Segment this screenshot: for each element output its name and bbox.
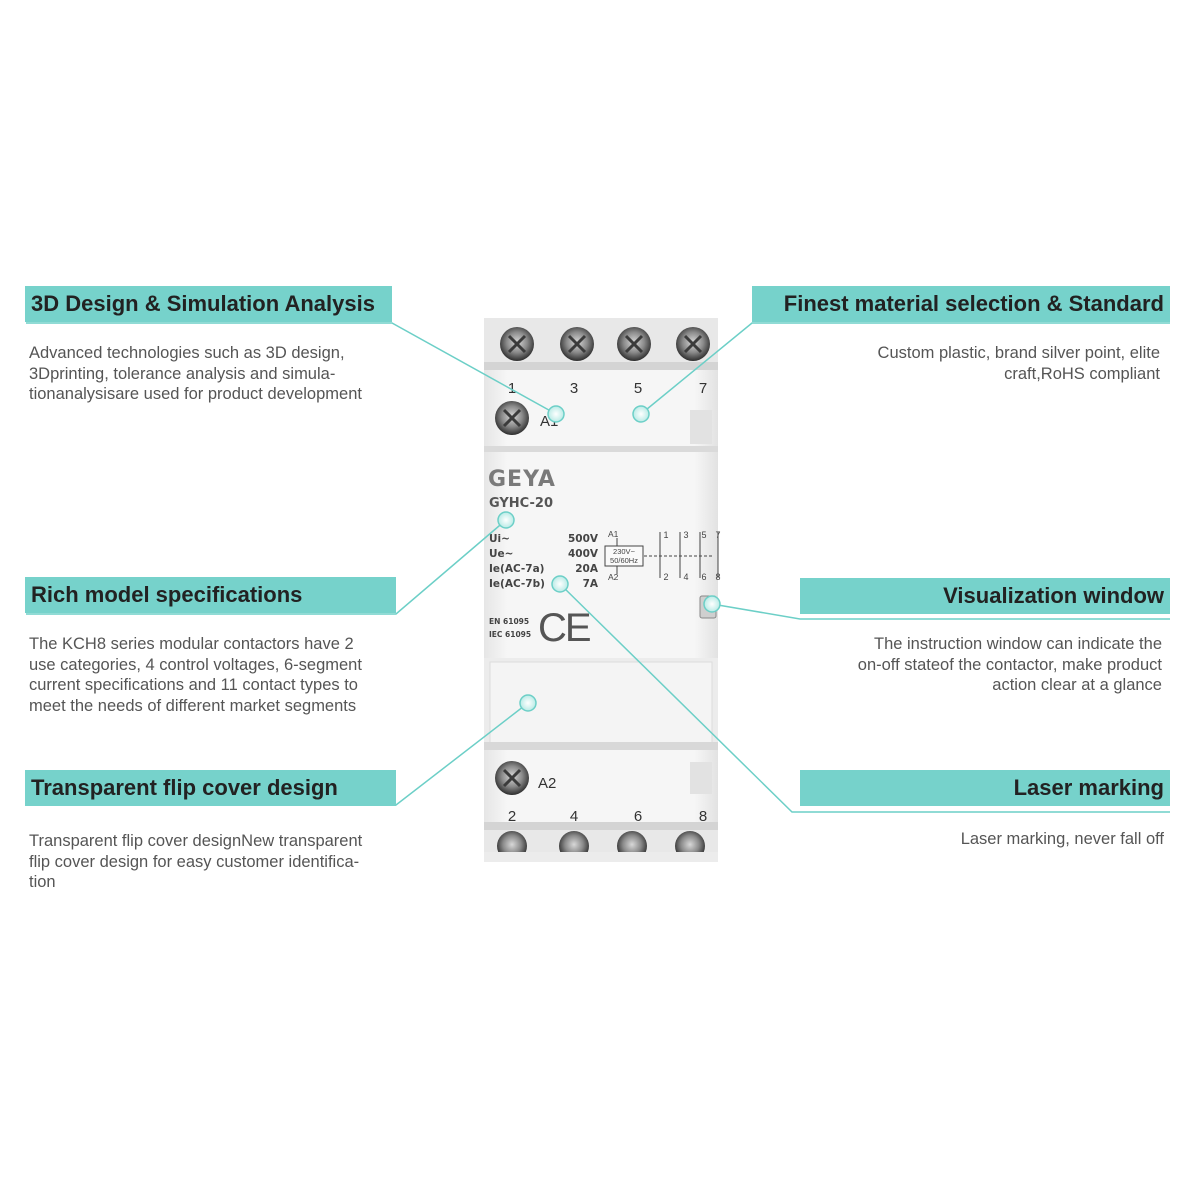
- ce-mark: CE: [538, 606, 590, 650]
- desc-line: action clear at a glance: [992, 676, 1162, 694]
- desc-material: Custom plastic, brand silver point, elit…: [878, 343, 1160, 384]
- standard-en: EN 61095: [489, 617, 529, 626]
- top-terminal-number: 5: [634, 380, 642, 397]
- indicator-slot-top: [690, 410, 712, 444]
- top-terminal-number: 3: [570, 380, 578, 397]
- coil-frequency: 50/60Hz: [610, 556, 638, 565]
- svg-text:7A: 7A: [583, 578, 599, 590]
- callout-dots: [497, 405, 721, 712]
- diagram-number: 8: [715, 572, 720, 582]
- banner-laser: Laser marking: [800, 770, 1170, 806]
- desc-line: Advanced technologies such as 3D design,: [29, 344, 345, 362]
- desc-line: The instruction window can indicate the: [874, 635, 1162, 653]
- desc-line: on-off stateof the contactor, make produ…: [857, 655, 1162, 674]
- desc-line: tionanalysisare used for product develop…: [29, 385, 362, 403]
- svg-text:Ue~: Ue~: [489, 548, 513, 560]
- diagram-number: 7: [715, 530, 720, 540]
- desc-line: Transparent flip cover designNew transpa…: [29, 832, 363, 850]
- indicator-slot-bottom: [690, 762, 712, 794]
- bottom-terminal-number: 6: [634, 808, 642, 825]
- desc-line: Laser marking, never fall off: [960, 830, 1164, 848]
- banner-window: Visualization window: [800, 578, 1170, 614]
- brand-logo: GEYA: [488, 467, 556, 492]
- diagram-number: 5: [701, 530, 706, 540]
- svg-text:Ie(AC-7b): Ie(AC-7b): [489, 578, 545, 590]
- model-number: GYHC-20: [489, 496, 553, 511]
- banner-3d-design: 3D Design & Simulation Analysis: [25, 286, 392, 322]
- spec-table: Ui~ Ue~ Ie(AC-7a) Ie(AC-7b) 500V 400V 20…: [489, 533, 599, 590]
- desc-line: tion: [29, 873, 56, 891]
- diagram-number: 2: [663, 572, 668, 582]
- desc-line: use categories, 4 control voltages, 6-se…: [29, 655, 362, 674]
- desc-line: flip cover design for easy customer iden…: [29, 852, 360, 871]
- diagram-number: 4: [683, 572, 688, 582]
- wiring-diagram: [604, 532, 719, 578]
- banner-cover: Transparent flip cover design: [25, 770, 396, 806]
- bottom-terminal-number: 2: [508, 808, 516, 825]
- bottom-terminal-number: 8: [699, 808, 707, 825]
- desc-line: craft,RoHS compliant: [1004, 364, 1160, 383]
- standard-iec: IEC 61095: [489, 630, 531, 639]
- banner-material: Finest material selection & Standard: [752, 286, 1170, 322]
- desc-line: current specifications and 11 contact ty…: [29, 676, 358, 694]
- top-terminal-number: 1: [508, 380, 516, 397]
- diagram-number: 1: [663, 530, 668, 540]
- svg-text:500V: 500V: [568, 533, 599, 545]
- desc-line: The KCH8 series modular contactors have …: [29, 635, 354, 653]
- diagram-a2: A2: [608, 572, 619, 582]
- svg-text:Ui~: Ui~: [489, 533, 510, 545]
- coil-voltage: 230V~: [613, 547, 636, 556]
- desc-laser: Laser marking, never fall off: [961, 829, 1164, 850]
- desc-line: Custom plastic, brand silver point, elit…: [877, 344, 1160, 362]
- desc-cover: Transparent flip cover designNew transpa…: [29, 831, 362, 893]
- top-terminal-number: 7: [699, 380, 707, 397]
- desc-window: The instruction window can indicate the …: [858, 634, 1162, 696]
- svg-text:Ie(AC-7a): Ie(AC-7a): [489, 563, 544, 575]
- desc-line: 3Dprinting, tolerance analysis and simul…: [29, 364, 336, 383]
- a2-label: A2: [538, 775, 556, 792]
- bottom-terminal-number: 4: [570, 808, 578, 825]
- svg-text:20A: 20A: [575, 563, 599, 575]
- banner-specs: Rich model specifications: [25, 577, 396, 613]
- diagram-number: 6: [701, 572, 706, 582]
- diagram-a1: A1: [608, 529, 619, 539]
- svg-text:400V: 400V: [568, 548, 599, 560]
- desc-3d-design: Advanced technologies such as 3D design,…: [29, 343, 362, 405]
- bottom-screws: [484, 831, 718, 862]
- diagram-number: 3: [683, 530, 688, 540]
- top-screws: [500, 327, 710, 361]
- desc-line: meet the needs of different market segme…: [29, 696, 357, 715]
- desc-specs: The KCH8 series modular contactors have …: [29, 634, 362, 716]
